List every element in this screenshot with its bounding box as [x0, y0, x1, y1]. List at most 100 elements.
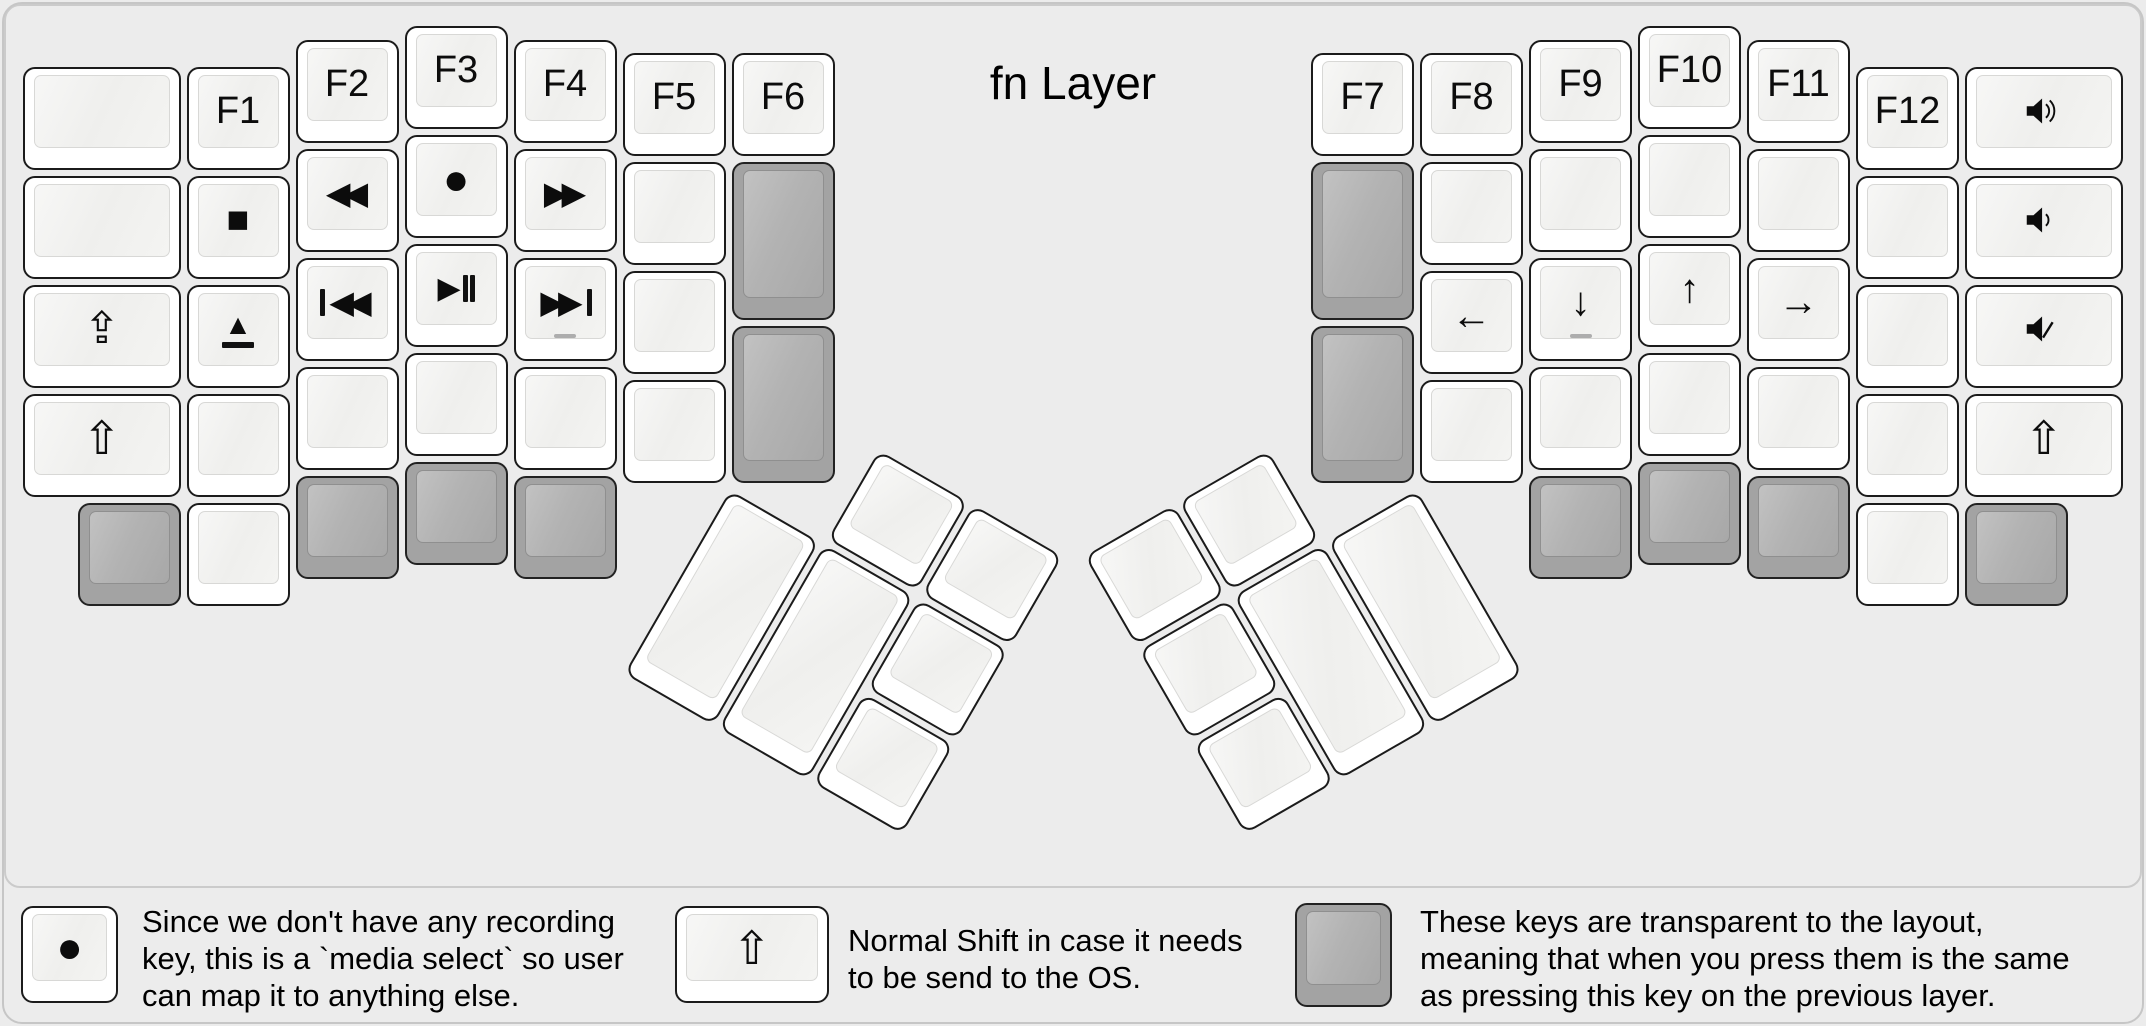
key-f9: F9: [1529, 39, 1632, 143]
keycap-top: [742, 170, 824, 298]
key-blank: [1856, 393, 1959, 497]
key-rewind: ◀◀: [295, 148, 399, 252]
keycap-top: F3: [415, 34, 497, 107]
key-f11: F11: [1747, 39, 1850, 143]
key-blank: [1747, 366, 1850, 470]
keycap-top: F1: [197, 74, 279, 148]
key-transparent: [1311, 325, 1414, 484]
homing-bump: [554, 333, 576, 338]
keycap-top: [1758, 483, 1839, 557]
key-blank: [622, 380, 726, 484]
keycap-top: ●: [32, 914, 107, 981]
keycap-top: [1976, 510, 2057, 584]
key-next-track: ▶▶: [513, 257, 617, 361]
key-record: ●: [21, 906, 118, 1003]
keycap-top: F4: [524, 47, 606, 121]
keycap-top: F12: [1867, 74, 1948, 148]
keycap-top: F9: [1540, 47, 1621, 121]
keycap-top: ⇧: [1976, 401, 2112, 475]
key-arrow-right: →: [1747, 257, 1850, 361]
key-transparent: [731, 325, 835, 484]
key-blank: [1856, 284, 1959, 388]
keycap-top: [1649, 143, 1730, 216]
keycap-top: ▶▶: [524, 265, 606, 339]
keycap-top: ◀◀: [306, 265, 388, 339]
key-transparent: [513, 475, 617, 579]
key-transparent: [1311, 162, 1414, 320]
keycap-top: [1540, 374, 1621, 448]
key-eject: ▲: [186, 284, 290, 388]
keycap-top: [1867, 510, 1948, 584]
layer-title: fn Layer: [989, 57, 1157, 109]
keycap-top: [34, 183, 170, 257]
key-transparent: [77, 502, 181, 606]
keycap-top: F11: [1758, 47, 1839, 121]
keycap-top: [34, 74, 170, 148]
key-blank: [1856, 175, 1959, 279]
keycap-top: [633, 170, 715, 244]
keycap-top: [887, 611, 995, 716]
key-blank: [1856, 502, 1959, 606]
keycap-top: ■: [197, 183, 279, 257]
key-f8: F8: [1420, 53, 1523, 157]
key-shift: ⇧: [23, 393, 181, 497]
keycap-top: ←: [1431, 279, 1512, 353]
key-blank: [295, 366, 399, 470]
keycap-top: [197, 401, 279, 475]
key-blank: [186, 502, 290, 606]
keycap-top: [415, 470, 497, 543]
key-blank: [404, 353, 508, 456]
keycap-top: [1758, 374, 1839, 448]
key-blank: [186, 393, 290, 497]
keycap-top: F5: [633, 61, 715, 135]
key-caps-lock: ⇪: [23, 284, 181, 388]
keycap-top: [1867, 292, 1948, 366]
keycap-top: ▶: [415, 252, 497, 325]
keycap-top: [1867, 401, 1948, 475]
keycap-top: [1540, 483, 1621, 557]
keycap-top: [1976, 183, 2112, 257]
keycap-top: [524, 374, 606, 448]
key-transparent: [1965, 502, 2068, 606]
keycap-top: [1649, 470, 1730, 543]
key-transparent: [295, 475, 399, 579]
legend-transparent-text: These keys are transparent to the layout…: [1420, 904, 2070, 1013]
keycap-top: ●: [415, 143, 497, 216]
key-f4: F4: [513, 39, 617, 143]
key-blank: [1420, 162, 1523, 266]
key-stop: ■: [186, 175, 290, 279]
keycap-top: ⇧: [34, 401, 170, 475]
keycap-top: [415, 361, 497, 434]
key-mute: [1965, 284, 2123, 388]
keycap-top: ⇪: [34, 292, 170, 366]
key-blank: [1638, 353, 1741, 456]
key-blank: [1420, 380, 1523, 484]
key-volume-up: [1965, 66, 2123, 170]
key-f7: F7: [1311, 53, 1414, 157]
legend-shift-text: Normal Shift in case it needs to be send…: [848, 923, 1243, 995]
keycap-top: ▶▶: [524, 156, 606, 230]
keycap-top: →: [1758, 265, 1839, 339]
keycap-top: [524, 483, 606, 557]
key-blank: [1529, 148, 1632, 252]
keycap-top: F2: [306, 47, 388, 121]
keycap-top: ↓: [1540, 265, 1621, 339]
keycap-top: [1206, 706, 1314, 810]
keycap-top: [1540, 156, 1621, 230]
key-f12: F12: [1856, 66, 1959, 170]
keycap-top: [1649, 361, 1730, 434]
keycap-top: F8: [1431, 61, 1512, 135]
keycap-top: ◀◀: [306, 156, 388, 230]
keycap-top: ⇧: [686, 914, 818, 981]
key-transparent: [1529, 475, 1632, 579]
key-f5: F5: [622, 53, 726, 157]
key-transparent: [404, 462, 508, 565]
key-transparent: [731, 162, 835, 320]
keycap-top: F7: [1322, 61, 1403, 135]
key-blank: [622, 162, 726, 266]
keycap-top: [306, 374, 388, 448]
key-f10: F10: [1638, 26, 1741, 129]
key-blank: [1638, 135, 1741, 238]
key-prev-track: ◀◀: [295, 257, 399, 361]
